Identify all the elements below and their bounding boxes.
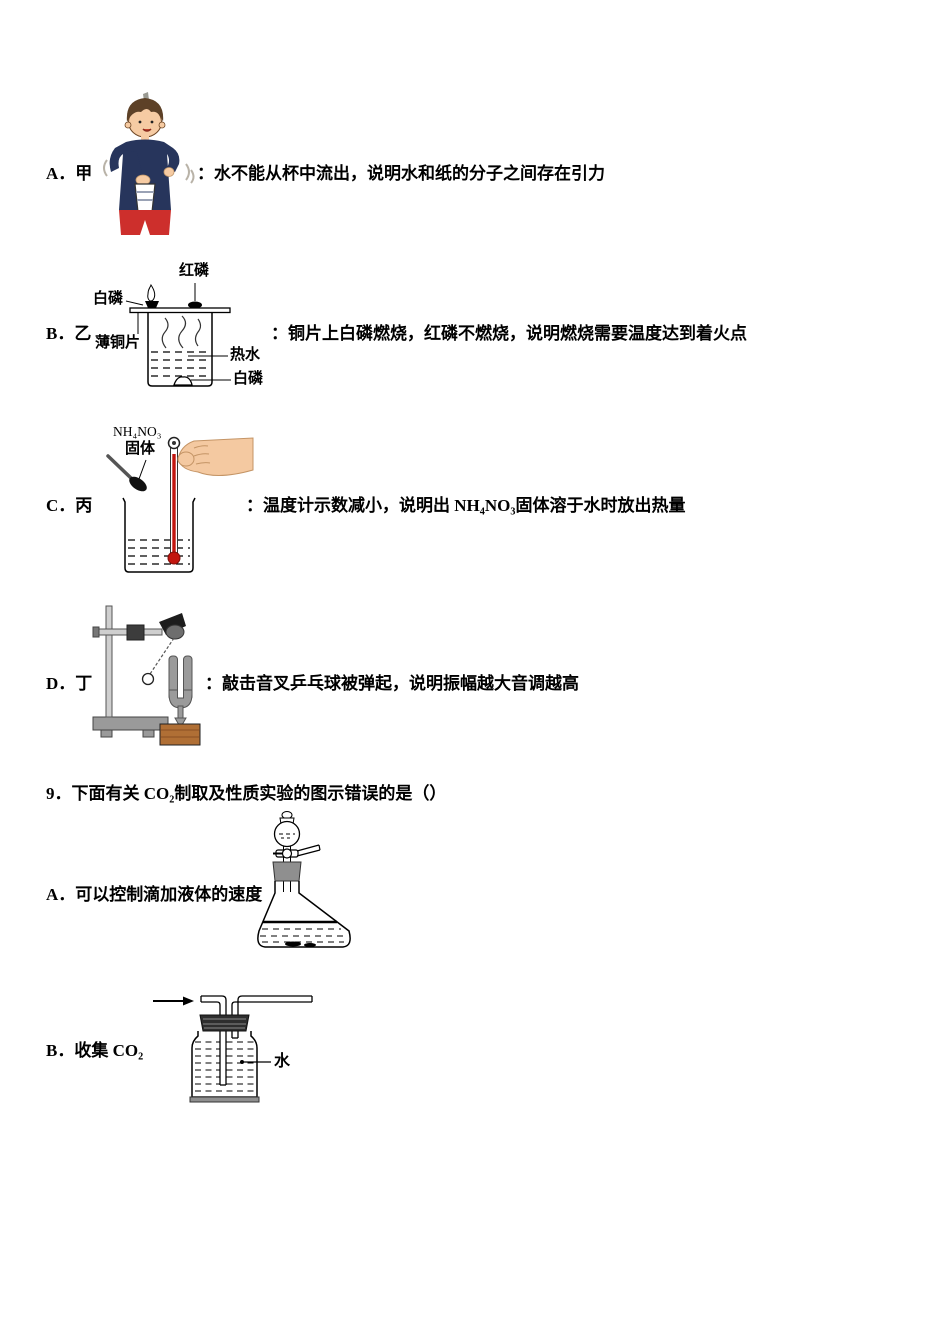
- rubber-stopper: [199, 1014, 250, 1032]
- pointer-lines: [125, 283, 231, 381]
- thermometer-bulb: [167, 551, 181, 565]
- q8-option-c-label: C．丙: [46, 496, 93, 515]
- vapor-squiggles: [161, 315, 202, 349]
- beaker: [122, 497, 196, 573]
- flame-icon: [147, 283, 156, 302]
- red-phosphorus-pile: [188, 301, 202, 309]
- thin-copper-sheet-label: 薄铜片: [95, 335, 141, 351]
- finger-lines: [193, 445, 211, 465]
- q8-option-d-label: D．丁: [46, 674, 93, 693]
- nh4no3-formula-label: NH₄NO₃: [113, 424, 162, 439]
- white-phosphorus-underwater: [173, 376, 193, 386]
- gas-collection-bottle-diagram: [153, 995, 313, 1103]
- q8-option-b-figure-phosphorus-experiment: 红磷 白磷 薄铜片 热水 白磷: [85, 258, 277, 394]
- arrowhead-icon: [183, 996, 194, 1006]
- tuning-fork: [168, 655, 193, 726]
- clamp-head: [159, 613, 186, 635]
- thumb: [177, 451, 195, 467]
- ping-pong-ball: [141, 672, 155, 686]
- short-outlet-tube: [231, 995, 313, 1039]
- stand-base: [92, 716, 169, 731]
- rubber-stopper: [272, 861, 302, 882]
- q8-option-b-label: B．乙: [46, 324, 92, 343]
- red-shorts: [119, 210, 171, 235]
- q8-option-b-desc: ：铜片上白磷燃烧，红磷不燃烧，说明燃烧需要温度达到着火点: [271, 324, 747, 343]
- q8-option-a-figure-inverted-cup: [93, 92, 201, 239]
- spoon-with-solid: [129, 476, 147, 492]
- red-phosphorus-label: 红磷: [179, 263, 210, 279]
- q9-option-b-label: B．收集 CO₂: [46, 1041, 144, 1060]
- liquid-dashes: [260, 928, 345, 943]
- flask-dropping-funnel-diagram: [257, 811, 351, 948]
- solid-label: 固体: [125, 441, 156, 457]
- pointer-line: [138, 459, 147, 480]
- long-inlet-tube: [200, 995, 227, 1086]
- string: [149, 637, 175, 675]
- sleeve: [123, 150, 143, 180]
- q8-option-c-desc: ：温度计示数减小，说明出 NH₄NO₃固体溶于水时放出热量: [246, 496, 686, 515]
- q8-option-a-label: A．甲: [46, 164, 93, 183]
- copper-sheet: [129, 307, 231, 314]
- hot-water-label: 热水: [230, 347, 261, 363]
- hand-on-hip: [163, 167, 175, 177]
- water-label: 水: [274, 1053, 291, 1070]
- q8-option-d-desc: ：敲击音叉乒乓球被弹起，说明振幅越大音调越高: [205, 674, 579, 693]
- white-phosphorus-top-label: 白磷: [93, 291, 124, 307]
- hair: [126, 98, 164, 122]
- phosphorus-combustion-diagram: [125, 283, 231, 387]
- funnel-stopper-knob: [281, 811, 293, 819]
- mouth: [142, 128, 152, 132]
- q8-option-d-figure-tuning-fork: [85, 598, 210, 747]
- q9-option-a-label: A．可以控制滴加液体的速度: [46, 885, 263, 904]
- clamp-block: [126, 624, 145, 641]
- tuning-fork-diagram: [92, 605, 201, 746]
- thermometer-red-column: [172, 454, 176, 555]
- q9-option-a-figure-flask: [248, 810, 373, 952]
- thermometer-beaker-diagram: [106, 436, 254, 573]
- hot-water-dashes: [151, 351, 209, 377]
- stand-pole: [105, 605, 113, 718]
- white-phosphorus-bottom-label: 白磷: [233, 371, 264, 387]
- solid-reactant: [285, 941, 301, 947]
- conical-flask: [257, 881, 351, 948]
- gas-outlet-tube: [296, 844, 321, 857]
- spoon-handle: [106, 454, 134, 481]
- q8-option-c-figure-dissolution-experiment: NH₄NO₃ 固体: [98, 418, 254, 580]
- q8-option-a-desc: ：水不能从杯中流出，说明水和纸的分子之间存在引力: [197, 164, 605, 183]
- beaker: [147, 313, 213, 387]
- inverted-cup: [134, 183, 156, 213]
- burning-white-phosphorus: [145, 301, 159, 308]
- wooden-box: [159, 723, 201, 746]
- q9-option-b-figure-collection-bottle: 水: [145, 988, 320, 1108]
- bottle-base: [189, 1096, 260, 1103]
- boy-holding-inverted-cup-illustration: [103, 92, 195, 235]
- question9-stem: 9．下面有关 CO₂制取及性质实验的图示错误的是（）: [46, 784, 447, 803]
- water-dashes: [128, 539, 190, 565]
